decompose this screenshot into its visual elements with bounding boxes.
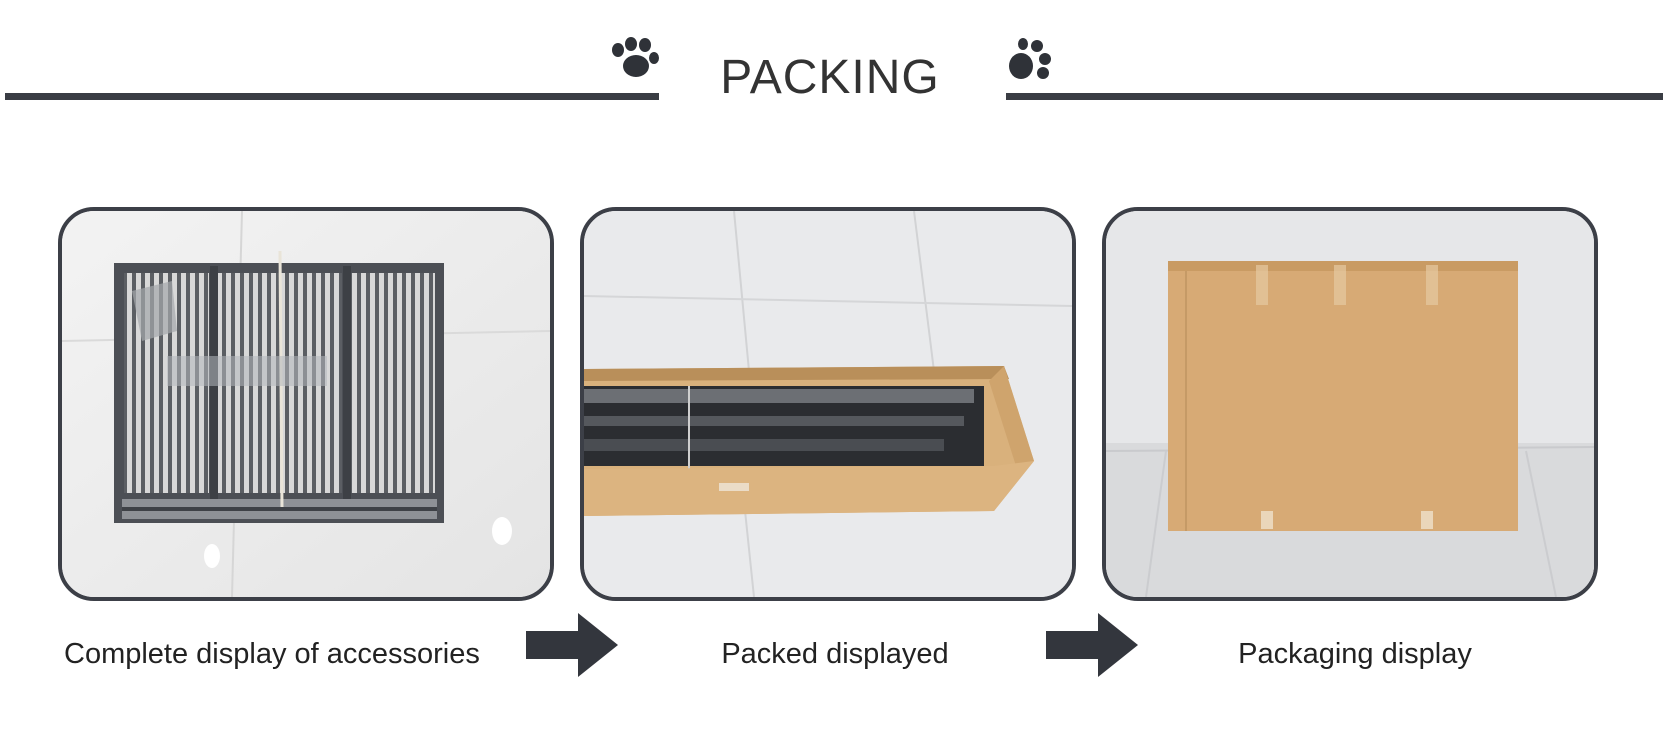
sealed-box-photo xyxy=(1102,207,1598,601)
step-caption: Complete display of accessories xyxy=(64,638,480,670)
arrow-right-icon xyxy=(1046,613,1138,677)
paw-icon xyxy=(1009,38,1051,79)
header-rule-right xyxy=(1006,93,1663,100)
open-box-photo xyxy=(580,207,1076,601)
step-caption: Packed displayed xyxy=(721,638,949,670)
step-caption: Packaging display xyxy=(1238,638,1472,670)
folded-cage-photo xyxy=(58,207,554,601)
paw-icon xyxy=(612,37,659,77)
page-title: PACKING xyxy=(720,51,940,104)
header-rule-left xyxy=(5,93,659,100)
arrow-right-icon xyxy=(526,613,618,677)
